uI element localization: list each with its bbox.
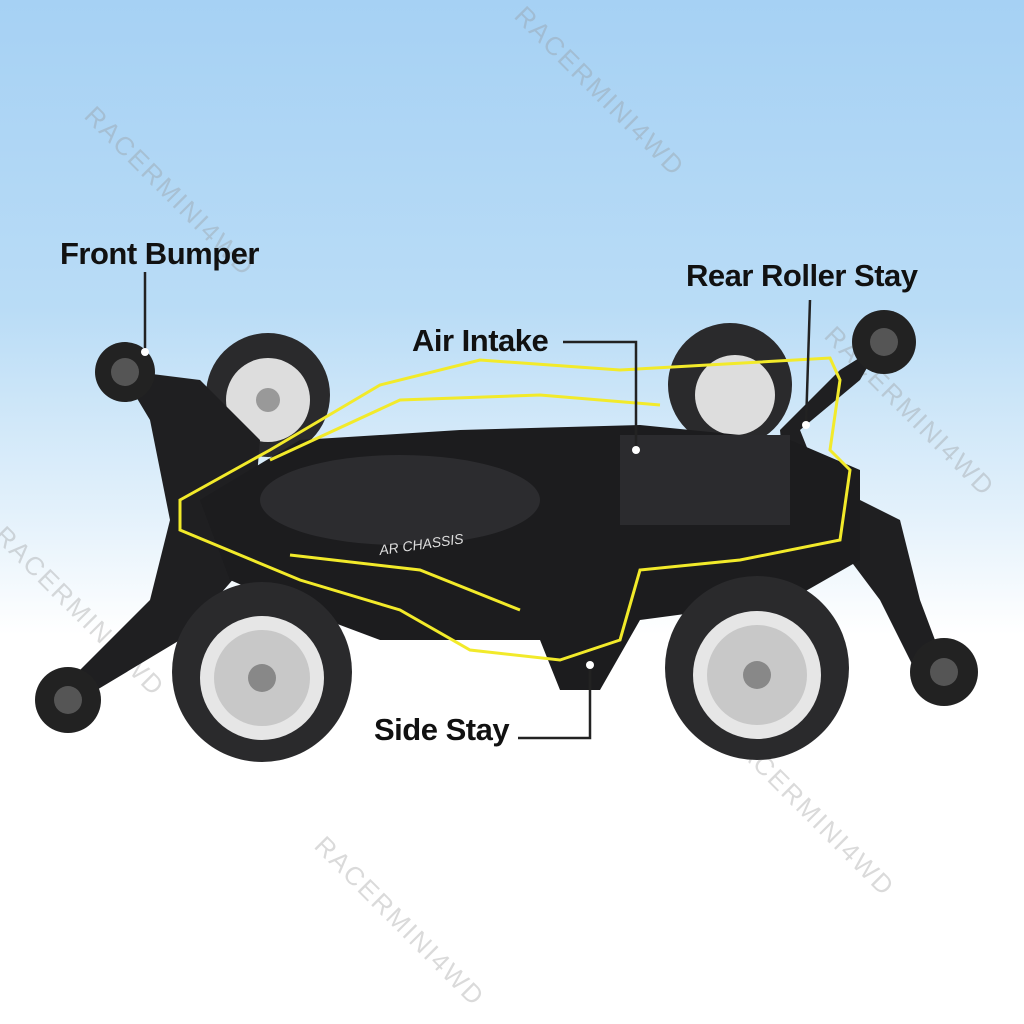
label-front-bumper: Front Bumper [60,236,259,271]
wheel-rear-right [665,576,849,760]
roller-rear-left [852,310,916,374]
wheel-rear-left [668,323,792,447]
body-outline [178,356,852,662]
roller-rear-right [910,638,978,706]
front-bumper [70,370,260,700]
leader-lines [143,272,812,740]
roller-front-right [35,667,101,733]
rear-roller-stay [780,345,950,700]
label-rear-roller-stay: Rear Roller Stay [686,258,918,293]
roller-front-left [95,342,155,402]
wheel-front-right [172,582,352,762]
label-air-intake: Air Intake [412,323,549,358]
label-side-stay: Side Stay [374,712,510,747]
